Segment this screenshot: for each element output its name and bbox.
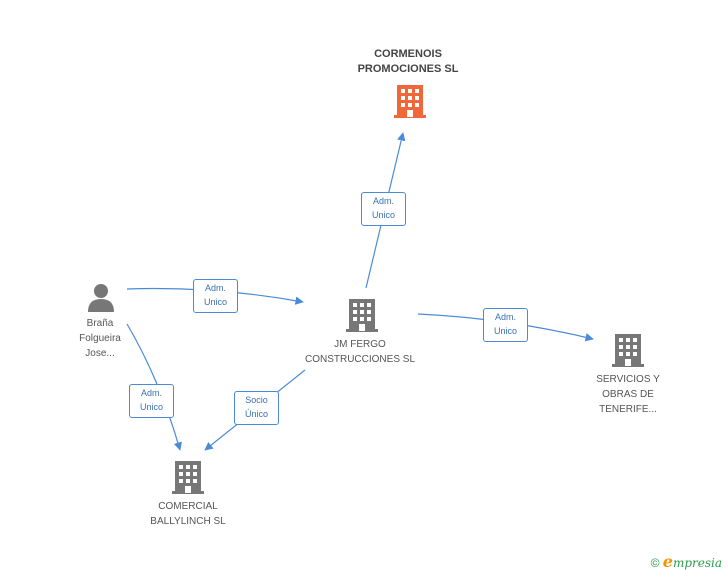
- empresia-logo[interactable]: empresia: [662, 552, 722, 571]
- node-servicios[interactable]: SERVICIOS Y OBRAS DE TENERIFE...: [576, 372, 680, 417]
- footer-brand: © empresia: [651, 552, 722, 571]
- edge-label-person-comercial: Adm. Unico: [129, 384, 174, 418]
- node-label-jmfergo: JM FERGO CONSTRUCCIONES SL: [304, 339, 415, 365]
- building-icon: [612, 334, 644, 367]
- edge-label-jmfergo-comercial: Socio Único: [234, 391, 279, 425]
- building-icon: [346, 299, 378, 332]
- node-person[interactable]: Braña Folgueira Jose...: [55, 316, 145, 361]
- edge-label-person-jmfergo: Adm. Unico: [193, 279, 238, 313]
- node-label-comercial: COMERCIAL BALLYLINCH SL: [150, 501, 226, 527]
- node-cormenois[interactable]: CORMENOIS PROMOCIONES SL: [330, 47, 486, 77]
- person-icon: [88, 284, 114, 312]
- node-label-cormenois: CORMENOIS PROMOCIONES SL: [357, 48, 459, 75]
- node-label-servicios: SERVICIOS Y OBRAS DE TENERIFE...: [596, 374, 660, 415]
- node-comercial[interactable]: COMERCIAL BALLYLINCH SL: [128, 499, 248, 529]
- edge-label-jmfergo-cormenois: Adm. Unico: [361, 192, 406, 226]
- building-icon: [172, 461, 204, 494]
- edge-label-jmfergo-servicios: Adm. Unico: [483, 308, 528, 342]
- node-jmfergo[interactable]: JM FERGO CONSTRUCCIONES SL: [290, 337, 430, 367]
- node-label-person: Braña Folgueira Jose...: [79, 318, 121, 359]
- building-icon: [394, 85, 426, 118]
- edge-person-comercial: [126, 323, 182, 451]
- copyright-symbol: ©: [650, 556, 660, 570]
